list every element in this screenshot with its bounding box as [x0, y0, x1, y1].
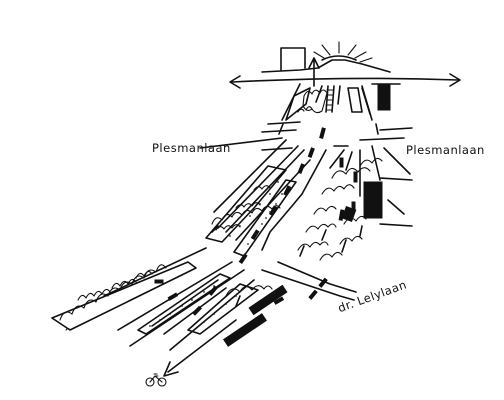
lower-avenue	[103, 247, 357, 351]
skyline-line	[261, 59, 391, 73]
north-arrow	[308, 57, 320, 87]
sun-icon	[313, 41, 373, 63]
bicycle-icon	[145, 373, 167, 387]
plesmanlaan-crossing	[199, 121, 413, 151]
tree-strip-left-middle	[205, 165, 287, 243]
tree-cluster-right	[297, 157, 383, 261]
tree-strip-lower-left	[51, 261, 197, 331]
bike-lane-strip	[137, 273, 259, 335]
building-block-right	[363, 181, 383, 219]
horizon	[261, 47, 391, 73]
distant-building	[280, 47, 306, 71]
median-island	[285, 87, 311, 121]
tree-row	[302, 89, 328, 114]
street-label-plesmanlaan-right: Plesmanlaan	[406, 143, 485, 157]
cross-street-arrow	[229, 73, 461, 89]
south-arrow	[163, 319, 237, 377]
building-block	[377, 83, 391, 111]
tree-cluster-junction	[225, 285, 273, 297]
median-strip-dotted	[233, 179, 297, 257]
street-label-plesmanlaan-left: Plesmanlaan	[152, 141, 231, 155]
black-bar	[248, 284, 288, 316]
bridge-arch	[321, 55, 357, 61]
upper-road	[278, 83, 401, 135]
black-bar	[223, 313, 267, 347]
